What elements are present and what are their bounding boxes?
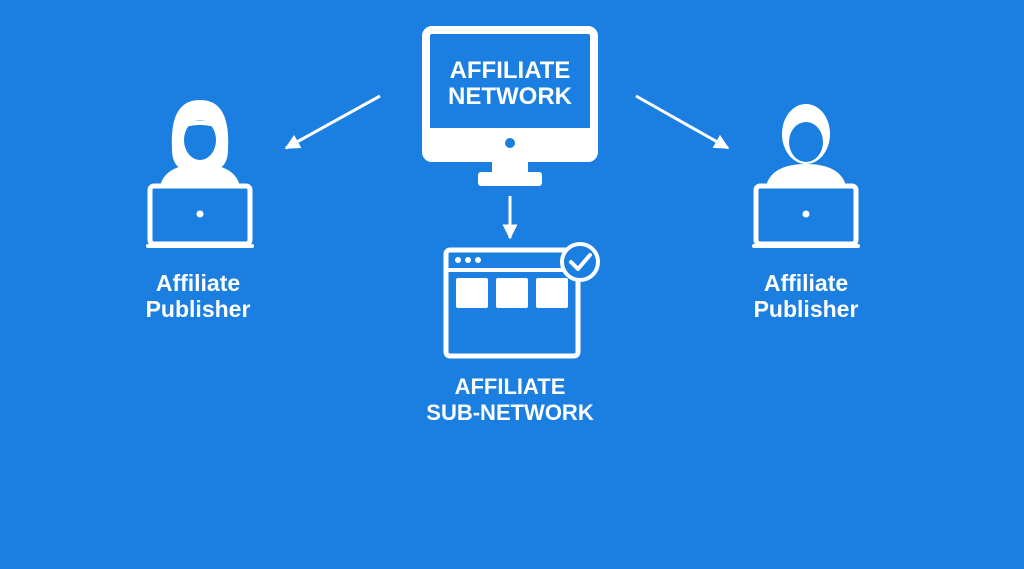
- subnetwork-label-line2: SUB-NETWORK: [426, 400, 594, 425]
- female-user-laptop-icon: [146, 100, 254, 248]
- network-title-line1: AFFILIATE: [449, 57, 571, 84]
- male-user-laptop-icon: [752, 104, 860, 248]
- subnetwork-label-line1: AFFILIATE: [454, 374, 566, 399]
- subnetwork-label: AFFILIATE SUB-NETWORK: [390, 374, 630, 426]
- network-title: AFFILIATE NETWORK: [420, 58, 600, 110]
- publisher-left-label-line1: Affiliate: [155, 270, 241, 296]
- desktop-monitor-icon: [422, 26, 598, 186]
- publisher-right-label: Affiliate Publisher: [718, 270, 894, 322]
- arrow-to-left-publisher: [284, 94, 381, 150]
- arrow-to-right-publisher: [635, 94, 730, 150]
- publisher-left-label-line2: Publisher: [145, 296, 251, 322]
- publisher-left-label: Affiliate Publisher: [110, 270, 286, 322]
- network-title-line2: NETWORK: [448, 83, 572, 110]
- publisher-right-label-line2: Publisher: [753, 296, 859, 322]
- publisher-right-label-line1: Affiliate: [763, 270, 849, 296]
- browser-window-check-icon: [443, 242, 600, 359]
